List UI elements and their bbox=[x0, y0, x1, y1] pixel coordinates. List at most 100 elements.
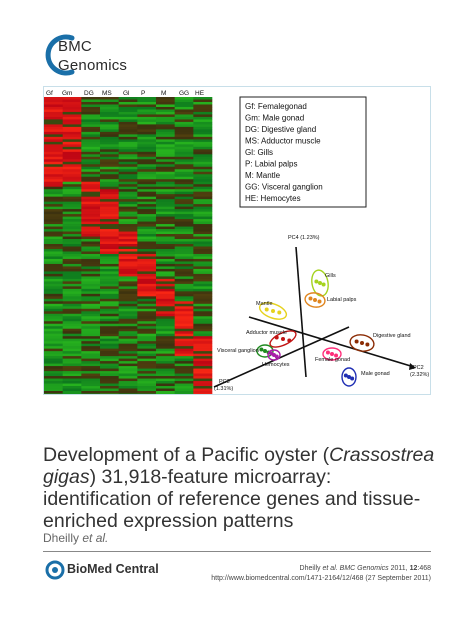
pca-plot: PC4 (1.23%) PC2(2.32%) PC3(1.31%) GillsLabi… bbox=[213, 235, 429, 392]
legend-entry: HE: Hemocytes bbox=[245, 194, 301, 203]
pca-point bbox=[354, 339, 359, 344]
pca-point bbox=[287, 338, 292, 343]
pca-cluster-outline bbox=[258, 302, 288, 320]
pc3-axis-value: (1.31%) bbox=[214, 386, 233, 392]
legend-entry: Gl: Gills bbox=[245, 148, 273, 157]
pca-point bbox=[321, 282, 326, 287]
pca-cluster-outline bbox=[304, 292, 326, 308]
pca-cluster-label: Hemocytes bbox=[262, 362, 290, 368]
pca-point bbox=[347, 375, 351, 379]
legend-entry: DG: Digestive gland bbox=[245, 125, 316, 134]
pca-point bbox=[365, 342, 370, 347]
pca-cluster-outline bbox=[341, 367, 357, 387]
pca-point bbox=[330, 352, 334, 356]
citation-author: Dheilly bbox=[299, 565, 321, 572]
divider bbox=[43, 551, 431, 552]
heatmap bbox=[44, 97, 213, 394]
pca-point bbox=[343, 373, 348, 378]
title-species: Crassostrea gigas bbox=[43, 444, 435, 488]
pca-cluster-label: Digestive gland bbox=[373, 333, 411, 339]
pca-cluster-label: Labial palps bbox=[327, 297, 357, 303]
pca-cluster-label: Visceral ganglion bbox=[217, 348, 259, 354]
pca-cluster-outline bbox=[267, 349, 281, 361]
pca-cluster-label: Female gonad bbox=[315, 357, 350, 363]
pca-point bbox=[334, 353, 339, 358]
publisher-logo-icon bbox=[45, 560, 65, 580]
pca-cluster-outline bbox=[269, 330, 297, 348]
pc2-axis-value: (2.32%) bbox=[410, 372, 429, 378]
pca-point bbox=[313, 298, 317, 302]
pca-cluster-outline bbox=[256, 344, 274, 358]
heatmap-column-label: Gm bbox=[62, 90, 72, 97]
pca-point bbox=[350, 376, 355, 381]
author-et-al: et al. bbox=[82, 531, 109, 545]
author-name: Dheilly bbox=[43, 531, 80, 545]
heatmap-column-label: Gf bbox=[46, 90, 53, 97]
authors: Dheilly et al. bbox=[43, 531, 108, 545]
title-block: Development of a Pacific oyster (Crassos… bbox=[43, 444, 443, 532]
legend-entry: Gm: Male gonad bbox=[245, 114, 304, 123]
citation-volume: 12 bbox=[409, 565, 418, 572]
heatmap-column-label: Gl bbox=[123, 90, 130, 97]
pca-cluster-label: Adductor muscle bbox=[246, 330, 287, 336]
citation-line2: http://www.biomedcentral.com/1471-2164/1… bbox=[211, 574, 431, 584]
pca-cluster-label: Male gonad bbox=[361, 371, 390, 377]
pc2-axis-label: PC2 bbox=[413, 365, 424, 371]
pca-point bbox=[314, 279, 319, 284]
heatmap-column-label: MS bbox=[102, 90, 112, 97]
title-part2: ) 31,918-feature microarray: identificat… bbox=[43, 466, 421, 532]
paper-title: Development of a Pacific oyster (Crassos… bbox=[43, 444, 443, 532]
citation-line1: Dheilly et al. BMC Genomics 2011, 12:468 bbox=[211, 564, 431, 574]
heatmap-column-label: GG bbox=[179, 90, 189, 97]
legend-entry: GG: Visceral ganglion bbox=[245, 183, 323, 192]
pc3-axis-label: PC3 bbox=[219, 379, 230, 385]
pc3-axis bbox=[213, 326, 350, 388]
legend-entry: M: Mantle bbox=[245, 171, 281, 180]
pca-cluster-outline bbox=[322, 347, 342, 361]
citation-url[interactable]: http://www.biomedcentral.com/1471-2164/1… bbox=[211, 575, 364, 582]
legend-entry: P: Labial palps bbox=[245, 160, 297, 169]
heatmap-column-label: P bbox=[141, 90, 145, 97]
publisher-logo: BioMed Central bbox=[45, 560, 175, 582]
pca-point bbox=[271, 309, 275, 313]
citation-date: (27 September 2011) bbox=[365, 575, 431, 582]
pca-point bbox=[274, 354, 279, 359]
citation-year: 2011, bbox=[390, 565, 408, 572]
journal-logo: BMC Genomics bbox=[42, 32, 162, 82]
citation: Dheilly et al. BMC Genomics 2011, 12:468… bbox=[211, 564, 431, 584]
publisher-name: BioMed Central bbox=[67, 562, 159, 576]
pca-cluster-label: Gills bbox=[325, 273, 336, 279]
heatmap-column-label: HE bbox=[195, 90, 205, 97]
pca-point bbox=[318, 281, 322, 285]
citation-article: :468 bbox=[417, 565, 431, 572]
pca-point bbox=[360, 341, 364, 345]
pca-point bbox=[264, 307, 269, 312]
heatmap-column-label: DG bbox=[84, 90, 94, 97]
pca-cluster-label: Mantle bbox=[256, 301, 273, 307]
pca-point bbox=[274, 335, 279, 340]
heatmap-column-label: M bbox=[161, 90, 166, 97]
pca-point bbox=[325, 350, 330, 355]
heatmap-column-labels: Gf Gm DG MS Gl P M GG HE bbox=[46, 90, 205, 97]
pca-point bbox=[277, 310, 282, 315]
pca-point bbox=[281, 337, 285, 341]
citation-etal: et al. bbox=[322, 565, 338, 572]
journal-name-line2: Genomics bbox=[58, 57, 128, 74]
pc4-axis bbox=[295, 246, 307, 378]
pca-point bbox=[263, 349, 267, 353]
journal-name-line1: BMC bbox=[58, 38, 92, 55]
legend-entry: Gf: Femalegonad bbox=[245, 102, 307, 111]
journal-logo-arc-icon bbox=[45, 34, 75, 76]
citation-journal: BMC Genomics bbox=[339, 565, 389, 572]
pca-point bbox=[317, 299, 322, 304]
pca-point bbox=[308, 296, 313, 301]
title-part1: Development of a Pacific oyster ( bbox=[43, 444, 330, 466]
pca-point bbox=[259, 347, 264, 352]
pc4-axis-label: PC4 (1.23%) bbox=[288, 235, 320, 241]
pc2-axis bbox=[248, 316, 415, 368]
pca-cluster-outline bbox=[349, 334, 375, 352]
legend-entry: MS: Adductor muscle bbox=[245, 137, 321, 146]
